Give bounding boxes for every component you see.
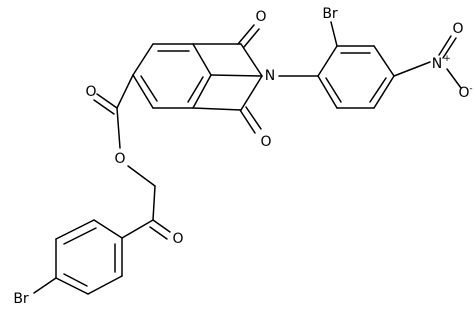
ketone-oxygen-label: O [172, 231, 183, 247]
phthalimide-benzene-ring [132, 43, 212, 109]
aryl-bromine-bond-left [33, 277, 57, 294]
nitro-group [393, 35, 462, 89]
bromophenyl-ring [55, 219, 123, 295]
ester-group [93, 74, 156, 221]
oxygen-label: O [255, 9, 266, 25]
oxygen-label-bottom: O [260, 134, 271, 150]
aryl-bromine-bond [330, 21, 338, 47]
bromine-label: Br [322, 6, 338, 22]
ester-carbonyl-oxygen-label: O [85, 84, 96, 100]
negative-charge-label: - [469, 84, 472, 94]
bromonitrophenyl-ring [317, 45, 395, 109]
nitro-nitrogen-label: N [432, 56, 442, 72]
bromine-label-left: Br [13, 291, 29, 307]
nitro-oxide-label: O [458, 85, 469, 101]
ketone-group [121, 219, 171, 240]
ester-oxygen-label: O [114, 151, 125, 167]
positive-charge-label: + [443, 54, 451, 64]
imide-ring [192, 43, 263, 111]
imide-carbonyl-bottom [239, 106, 262, 134]
nitrogen-label: N [265, 68, 275, 84]
nitro-oxygen-label: O [452, 21, 463, 37]
imide-carbonyl-top [237, 24, 260, 48]
